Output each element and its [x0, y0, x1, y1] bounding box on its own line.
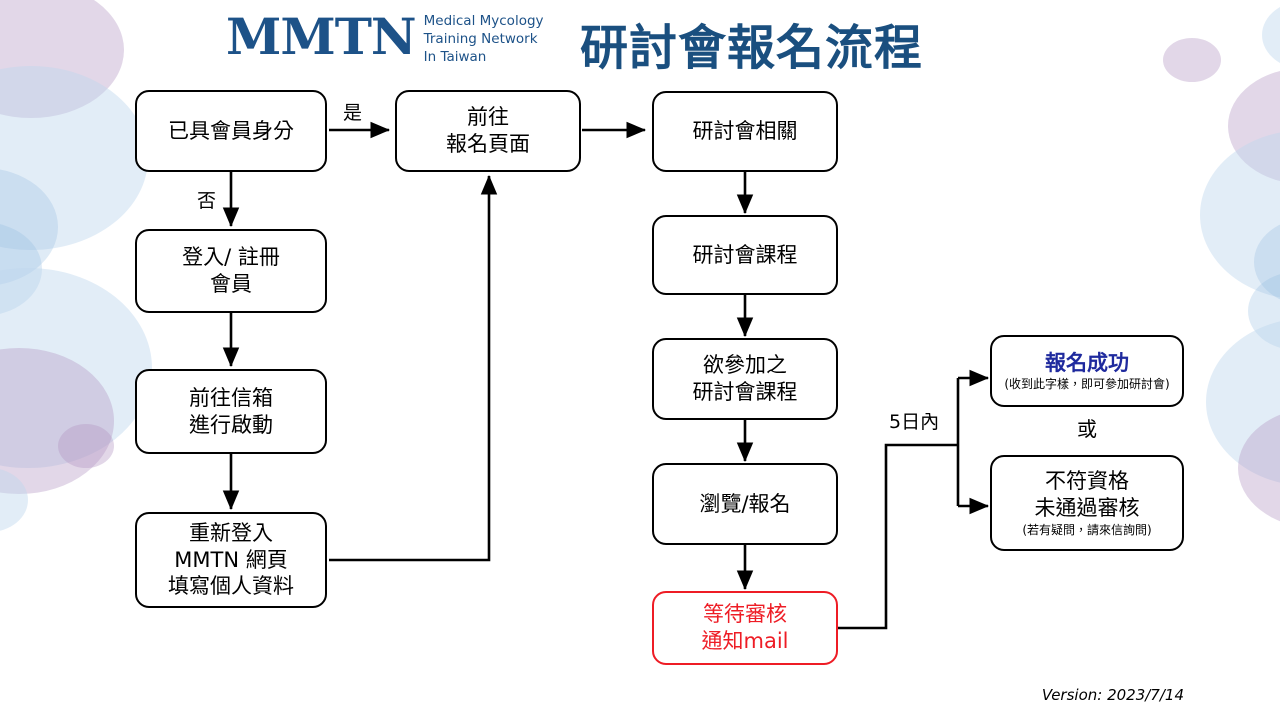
node-login-register[interactable]: 登入/ 註冊 會員 [135, 229, 327, 313]
logo-wordmark: MMTN [226, 7, 417, 67]
mmtn-logo: MMTN Medical Mycology Training Network I… [226, 8, 544, 67]
node-seminar-related[interactable]: 研討會相關 [652, 91, 838, 172]
node-go-signup-page[interactable]: 前往 報名頁面 [395, 90, 581, 172]
node-mail-activate[interactable]: 前往信箱 進行啟動 [135, 369, 327, 454]
node-waiting-review[interactable]: 等待審核 通知mail [652, 591, 838, 665]
node-desired-course[interactable]: 欲參加之 研討會課程 [652, 338, 838, 420]
reject-text: 不符資格 未通過審核 [1034, 469, 1140, 521]
edge-waiting-trunk [838, 443, 958, 630]
success-note: (收到此字樣，即可參加研討會) [1004, 376, 1170, 391]
edge-label-within-5-days: 5日內 [889, 411, 940, 433]
node-browse-signup[interactable]: 瀏覽/報名 [652, 463, 838, 545]
reject-note: (若有疑問，請來信詢問) [1022, 523, 1152, 538]
logo-subtitle-line-2: Training Network [423, 31, 538, 48]
logo-subtitle-line-1: Medical Mycology [423, 13, 544, 29]
page-title: 研討會報名流程 [580, 20, 924, 76]
node-signup-success[interactable]: 報名成功 (收到此字樣，即可參加研討會) [990, 335, 1184, 407]
slide-header: MMTN Medical Mycology Training Network I… [0, 0, 1280, 80]
edge-label-yes: 是 [343, 102, 363, 124]
node-seminar-courses[interactable]: 研討會課程 [652, 215, 838, 295]
node-rejected[interactable]: 不符資格 未通過審核 (若有疑問，請來信詢問) [990, 455, 1184, 551]
success-title: 報名成功 [1045, 350, 1129, 375]
edge-label-no: 否 [197, 190, 217, 212]
label-or: 或 [1077, 417, 1097, 441]
node-member-check[interactable]: 已具會員身分 [135, 90, 327, 172]
node-relogin-profile[interactable]: 重新登入 MMTN 網頁 填寫個人資料 [135, 512, 327, 608]
logo-subtitle-line-3: In Taiwan [423, 49, 487, 66]
version-label: Version: 2023/7/14 [1041, 686, 1184, 704]
logo-subtitle: Medical Mycology Training Network In Tai… [424, 8, 544, 67]
edge-relogin-to-signup [329, 174, 498, 562]
